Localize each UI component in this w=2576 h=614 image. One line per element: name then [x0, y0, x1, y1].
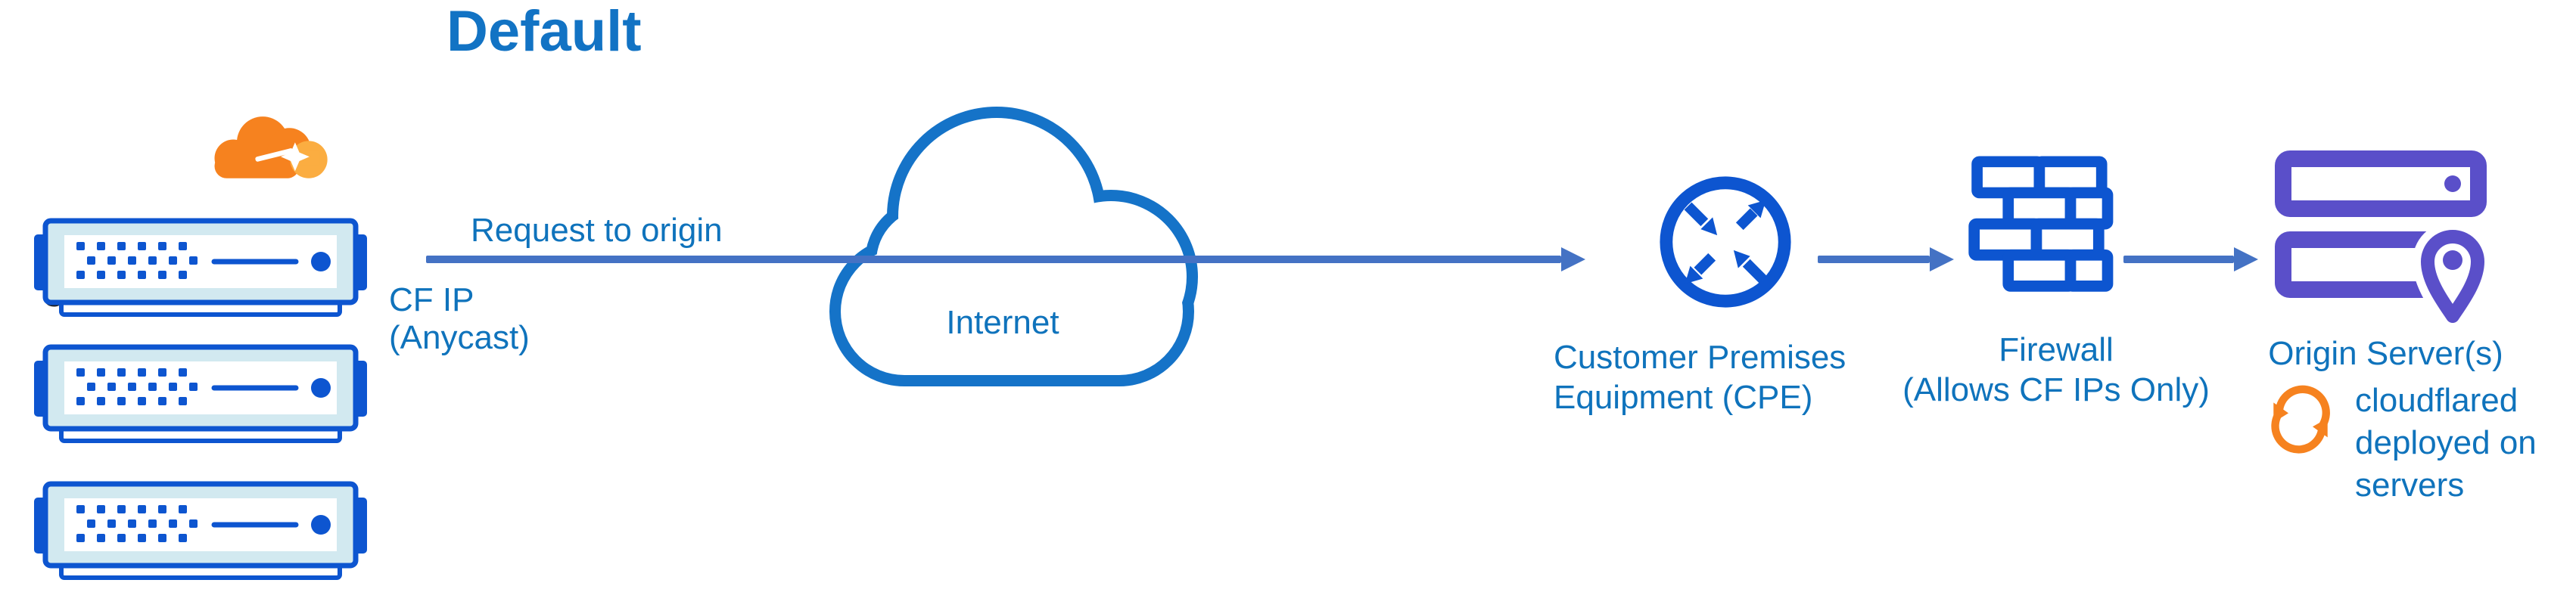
diagram-title: Default	[446, 0, 642, 64]
firewall-name: Firewall	[1999, 331, 2114, 368]
main-connector-arrowhead-icon	[1561, 247, 1585, 271]
brick-wall-icon	[1968, 156, 2114, 292]
internet-label: Internet	[946, 304, 1059, 341]
request-to-origin-label: Request to origin	[471, 212, 723, 249]
firewall-note: (Allows CF IPs Only)	[1902, 371, 2210, 408]
router-icon	[1660, 176, 1791, 308]
cloudflared-annotation: cloudflared deployed on servers	[2355, 382, 2537, 504]
cpe-label: Customer Premises Equipment (CPE)	[1554, 339, 1846, 416]
cf-ip-anycast-label: CF IP (Anycast)	[389, 281, 530, 356]
internet-cloud-icon	[829, 107, 1198, 386]
sync-icon	[2271, 385, 2330, 454]
firewall-origin-arrowhead-icon	[2234, 247, 2258, 271]
edge-server-icon	[33, 344, 369, 448]
edge-server-icon	[33, 218, 369, 321]
cloudflare-logo: CLOUDFLARE®	[0, 98, 378, 313]
cpe-firewall-connector-line	[1818, 256, 1930, 263]
origin-servers-label: Origin Server(s)	[2268, 335, 2503, 372]
edge-server-icon	[33, 481, 369, 585]
origin-server-location-icon	[2275, 150, 2493, 331]
firewall-label: Firewall (Allows CF IPs Only)	[1878, 330, 2234, 410]
cloudflare-cloud-logo-icon	[214, 116, 328, 178]
main-connector-line	[426, 256, 1561, 263]
cpe-firewall-arrowhead-icon	[1930, 247, 1954, 271]
firewall-origin-connector-line	[2123, 256, 2234, 263]
